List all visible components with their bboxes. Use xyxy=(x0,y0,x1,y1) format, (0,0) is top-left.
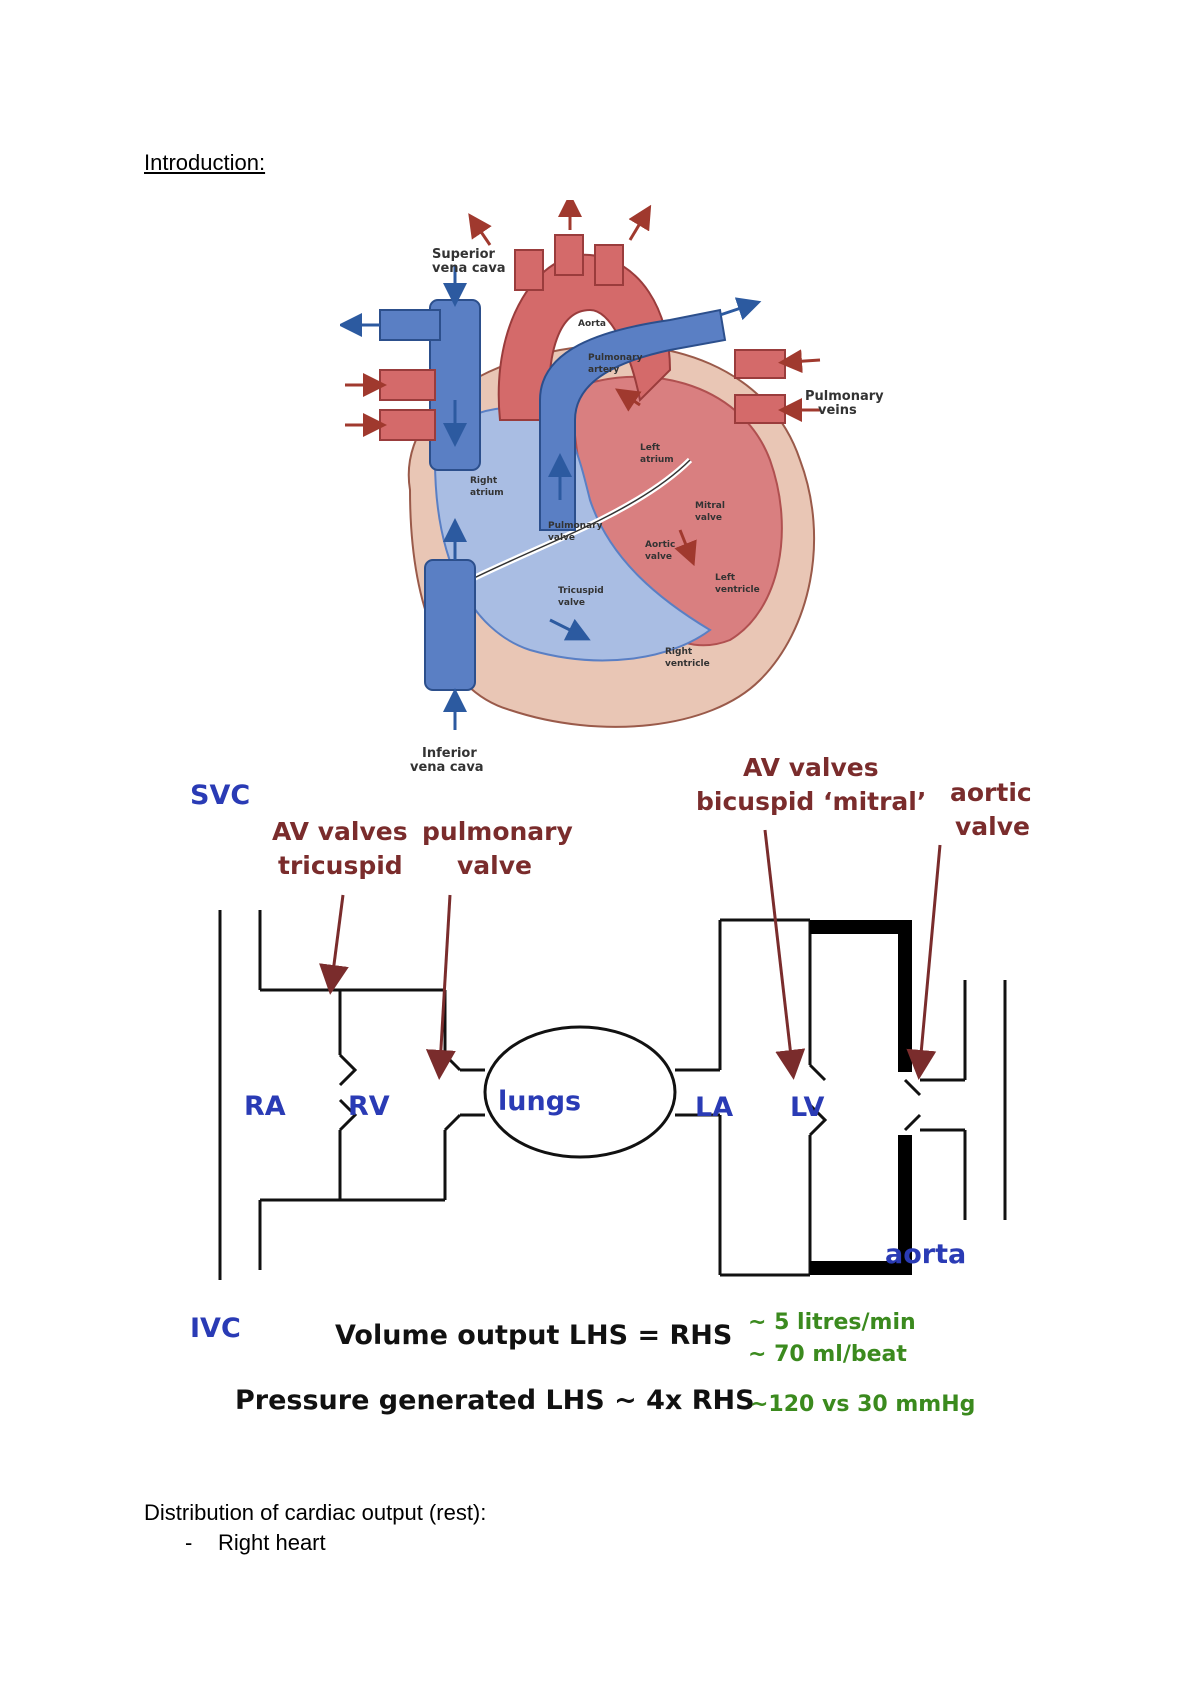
label-pulmonary-valve-2: valve xyxy=(457,851,532,880)
label-lv: LV xyxy=(790,1092,824,1123)
ivc-vessel xyxy=(424,559,476,691)
label-av-valves-mitral-2: bicuspid ‘mitral’ xyxy=(696,787,927,816)
label-rv: RV xyxy=(348,1091,390,1122)
label-aortic-valve-1: aortic xyxy=(950,778,1032,807)
list-bullet: - xyxy=(185,1530,193,1555)
distribution-heading: Distribution of cardiac output (rest): xyxy=(144,1500,487,1525)
label-aorta: Aorta xyxy=(578,319,606,329)
volume-output-label: Volume output LHS = RHS xyxy=(335,1320,733,1351)
introduction-heading: Introduction: xyxy=(144,150,266,175)
volume-value-litres: ~ 5 litres/min xyxy=(748,1310,916,1335)
label-aortic-valve-2: valve xyxy=(955,812,1030,841)
label-pulmonary-valve-1: pulmonary xyxy=(422,817,573,846)
pressure-label: Pressure generated LHS ~ 4x RHS xyxy=(235,1385,755,1416)
label-lungs: lungs xyxy=(498,1086,581,1117)
circulation-schematic: RA RV lungs LA LV aorta AV valves tricus… xyxy=(218,817,1007,1280)
label-superior-vena-cava: Superior xyxy=(432,247,496,262)
label-av-valves-tricuspid-2: tricuspid xyxy=(278,851,403,880)
label-av-valves-tricuspid-1: AV valves xyxy=(272,817,408,846)
label-ra: RA xyxy=(244,1091,286,1122)
label-av-valves-mitral-1: AV valves xyxy=(743,753,879,782)
label-ivc: IVC xyxy=(190,1313,241,1344)
label-la: LA xyxy=(695,1092,733,1123)
label-svc: SVC xyxy=(190,780,251,811)
list-item-right-heart: Right heart xyxy=(218,1530,326,1555)
volume-value-ml: ~ 70 ml/beat xyxy=(748,1342,907,1367)
label-aorta: aorta xyxy=(885,1239,966,1270)
pressure-value: ~120 vs 30 mmHg xyxy=(750,1392,976,1417)
pulmonary-artery-vessel xyxy=(539,308,727,531)
